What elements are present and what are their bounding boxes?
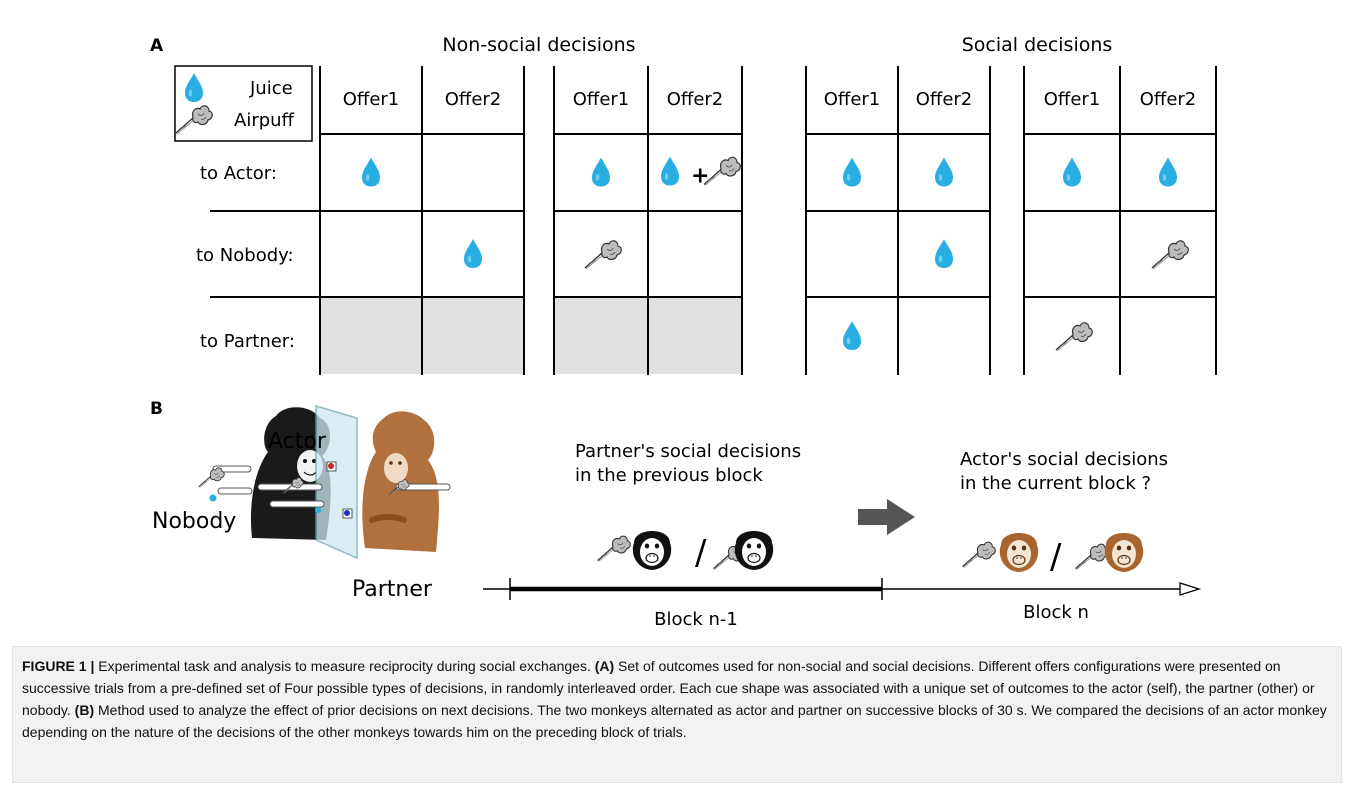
caption-b-text: Method used to analyze the effect of pri…	[22, 702, 1327, 740]
airpuff-icon	[175, 104, 214, 135]
juice-drop-icon	[935, 239, 953, 268]
offer-header-offer2: Offer2	[667, 89, 724, 110]
offer-header-offer1: Offer1	[1044, 89, 1101, 110]
airpuff-icon	[1151, 239, 1190, 270]
offer-header-offer1: Offer1	[343, 89, 400, 110]
slash: /	[1050, 537, 1062, 577]
social-title: Social decisions	[962, 34, 1113, 56]
juice-drop-icon	[464, 239, 482, 268]
airpuff-icon	[1055, 321, 1094, 352]
juice-drop-icon	[209, 494, 217, 502]
monkey-face-icon	[632, 530, 672, 571]
figure-caption: FIGURE 1 | Experimental task and analysi…	[12, 646, 1342, 783]
non-social-title: Non-social decisions	[442, 34, 635, 56]
airpuff-icon	[596, 535, 631, 563]
panel-a-label: A	[150, 36, 164, 56]
caption-a-label: (A)	[594, 658, 615, 674]
unavailable-cell	[649, 298, 741, 374]
monkey-face-icon	[999, 532, 1039, 573]
offer-table: Offer1 Offer2 +	[553, 66, 743, 375]
offer-header-offer2: Offer2	[445, 89, 502, 110]
juice-drop-icon	[592, 157, 610, 187]
offer-header-offer1: Offer1	[824, 89, 881, 110]
timeline-arrowhead	[1179, 582, 1202, 596]
partner-monkey-face	[384, 453, 408, 483]
caption-a-text: Set of outcomes used for non-social and …	[22, 658, 1315, 718]
previous-block-text-1: Partner's social decisions	[575, 441, 801, 462]
monkey-setup-illustration	[198, 404, 451, 560]
unavailable-cell	[423, 298, 523, 374]
arrow-right-icon	[858, 499, 915, 535]
airpuff-icon	[198, 467, 225, 489]
actor-label: Actor	[268, 429, 327, 454]
caption-title: Experimental task and analysis to measur…	[94, 658, 595, 674]
legend-juice: Juice	[249, 78, 293, 99]
juice-drop-icon	[661, 156, 679, 186]
airpuff-icon	[1074, 543, 1109, 571]
airpuff-icon	[584, 239, 623, 270]
offer-table: Offer1 Offer2	[1023, 66, 1217, 375]
monkey-face-icon	[1104, 532, 1144, 573]
juice-drop-icon	[185, 73, 203, 102]
caption-figure-label: FIGURE 1 |	[22, 658, 95, 674]
current-block-text-2: in the current block ?	[960, 473, 1151, 494]
juice-drop-icon	[843, 157, 861, 187]
cue-red	[328, 463, 334, 469]
legend: Juice Airpuff	[174, 65, 313, 142]
offer-header-offer1: Offer1	[573, 89, 630, 110]
legend-box	[174, 65, 313, 142]
row-label-actor: to Actor:	[200, 163, 277, 184]
caption-b-label: (B)	[74, 702, 95, 718]
slash: /	[695, 533, 707, 573]
nobody-label: Nobody	[152, 509, 236, 534]
unavailable-cell	[555, 298, 647, 374]
airpuff-icon	[961, 541, 996, 569]
offer-header-offer2: Offer2	[1140, 89, 1197, 110]
panel-b-label: B	[150, 399, 163, 419]
cue-blue	[344, 510, 350, 516]
airpuff-icon	[703, 156, 742, 187]
offer-table: Offer1 Offer2	[319, 66, 525, 375]
unavailable-cell	[321, 298, 421, 374]
juice-tube	[217, 487, 253, 495]
row-label-nobody: to Nobody:	[196, 245, 294, 266]
transparent-panel	[315, 404, 358, 560]
monkey-face-icon	[734, 530, 774, 571]
block-curr-label: Block n	[1023, 602, 1089, 623]
airpuff-tube	[212, 465, 252, 473]
offer-table: Offer1 Offer2	[805, 66, 991, 375]
juice-drop-icon	[843, 321, 861, 350]
actor-tube	[269, 500, 325, 508]
current-block-text-1: Actor's social decisions	[960, 449, 1168, 470]
juice-drop-icon	[362, 157, 380, 187]
offer-header-offer2: Offer2	[916, 89, 973, 110]
juice-drop-icon	[315, 507, 321, 513]
juice-drop-icon	[1159, 157, 1177, 187]
row-label-partner: to Partner:	[200, 331, 295, 352]
juice-drop-icon	[1063, 157, 1081, 187]
partner-label: Partner	[352, 577, 433, 602]
juice-drop-icon	[935, 157, 953, 187]
legend-airpuff: Airpuff	[234, 110, 295, 131]
partner-tube	[395, 483, 451, 491]
plus-sign: +	[691, 164, 709, 189]
previous-block-text-2: in the previous block	[575, 465, 763, 486]
block-prev-label: Block n-1	[654, 609, 738, 630]
